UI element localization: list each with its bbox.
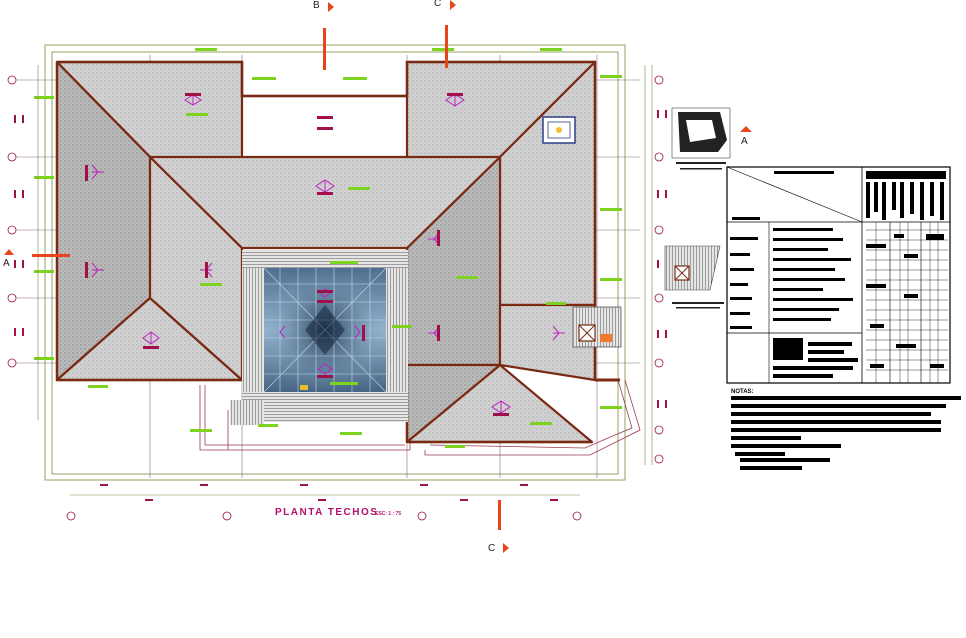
courtyard-eaves	[230, 250, 408, 425]
section-label-c-top: C	[434, 0, 442, 9]
notes-lines	[731, 396, 961, 470]
axis-bubble	[654, 75, 664, 85]
key-plan-thumbnail	[671, 107, 731, 170]
axis-bubble	[7, 75, 17, 85]
dimension-lines	[37, 65, 653, 496]
axis-bubble	[417, 511, 427, 521]
chimney	[572, 306, 622, 348]
axis-bubble	[7, 152, 17, 162]
green-tags	[34, 48, 622, 448]
section-label-b-top: B	[313, 0, 320, 11]
axis-bubble	[222, 511, 232, 521]
axis-bubble	[654, 358, 664, 368]
axis-bubble	[66, 511, 76, 521]
title-block	[726, 166, 951, 384]
notes-label: NOTAS:	[731, 389, 754, 395]
slope-markers	[85, 93, 509, 416]
detail-thumbnail	[664, 245, 724, 309]
plan-title: PLANTA TECHOS	[275, 507, 379, 518]
plan-scale: ESC: 1 : 75	[375, 511, 402, 517]
section-cuts	[4, 0, 752, 553]
axis-bubble	[7, 358, 17, 368]
section-label-a-detail: A	[741, 136, 748, 147]
axis-bubble	[654, 152, 664, 162]
axis-bubble	[572, 511, 582, 521]
axis-bubble	[7, 293, 17, 303]
axis-bubble	[7, 225, 17, 235]
small-skylight	[542, 116, 576, 144]
axis-bubbles	[7, 75, 664, 521]
lower-terrace-outline	[199, 379, 641, 456]
drawing-frame	[44, 44, 626, 481]
axis-bubble	[654, 454, 664, 464]
axis-bubble	[654, 225, 664, 235]
axis-bubble	[654, 293, 664, 303]
section-label-c-bottom: C	[488, 543, 496, 554]
section-label-a-left: A	[3, 258, 10, 269]
axis-bubble	[654, 425, 664, 435]
